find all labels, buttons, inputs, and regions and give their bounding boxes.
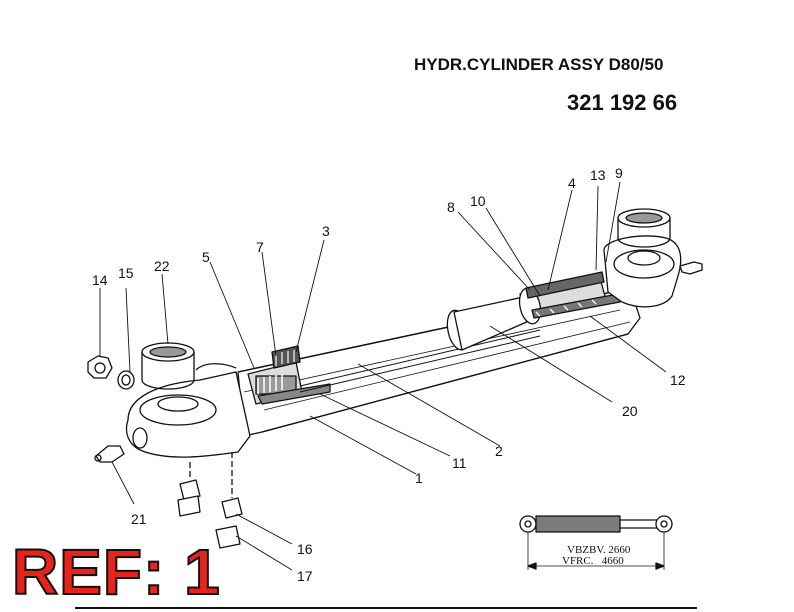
length-diagram xyxy=(519,515,673,570)
callout-11: 11 xyxy=(452,455,467,471)
bushing-rear xyxy=(617,208,671,248)
ref-label: REF: 1 xyxy=(11,536,221,608)
front-eye xyxy=(125,363,251,458)
callout-22: 22 xyxy=(154,258,170,274)
nut-14 xyxy=(87,355,113,379)
callout-3: 3 xyxy=(322,223,330,239)
page-title: HYDR.CYLINDER ASSY D80/50 xyxy=(414,55,664,74)
dimension-line-2: VFRC. 4660 xyxy=(562,555,624,567)
callout-8: 8 xyxy=(447,199,455,215)
callout-4: 4 xyxy=(568,175,576,191)
bushing-front xyxy=(141,342,195,390)
callout-7: 7 xyxy=(256,239,264,255)
part-number: 321 192 66 xyxy=(567,90,678,115)
callout-12: 12 xyxy=(670,372,686,388)
callout-labels: 1 2 3 4 5 7 8 9 10 11 12 13 14 15 16 17 … xyxy=(92,165,686,584)
callout-16: 16 xyxy=(297,541,313,557)
cylinder-barrel xyxy=(237,291,641,437)
callout-21: 21 xyxy=(131,511,147,527)
callout-5: 5 xyxy=(202,249,210,265)
piston-rod xyxy=(299,329,541,393)
callout-15: 15 xyxy=(118,265,134,281)
callout-14: 14 xyxy=(92,272,108,288)
callout-13: 13 xyxy=(590,167,606,183)
grease-nipple-rear xyxy=(679,261,703,275)
callout-1: 1 xyxy=(415,470,423,486)
callout-9: 9 xyxy=(615,165,623,181)
callout-20: 20 xyxy=(622,403,638,419)
bottom-rule xyxy=(75,607,697,609)
callout-10: 10 xyxy=(470,193,486,209)
leader-lines xyxy=(99,181,667,571)
callout-2: 2 xyxy=(495,443,503,459)
rear-cutaway xyxy=(446,271,621,351)
port-fittings xyxy=(177,452,243,549)
dimension-line-1: VBZBV. 2660 xyxy=(567,544,631,556)
rear-eye xyxy=(603,235,682,308)
callout-17: 17 xyxy=(297,568,313,584)
grease-nipple-21 xyxy=(94,445,125,463)
washer-15 xyxy=(117,370,135,390)
